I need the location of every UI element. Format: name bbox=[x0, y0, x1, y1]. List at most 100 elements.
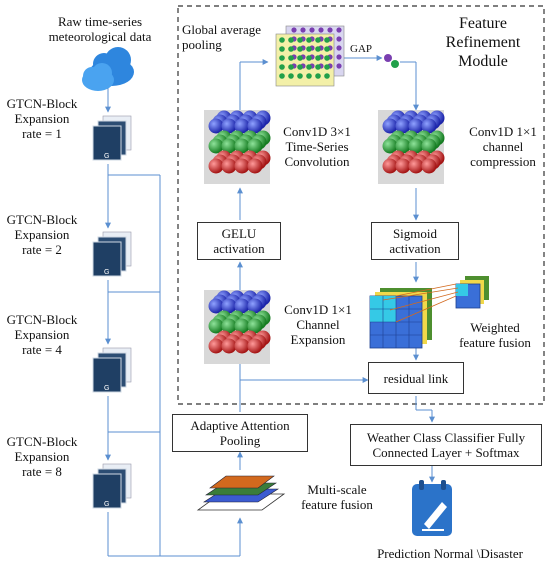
conv-compress-label: Conv1D 1×1 channel compression bbox=[458, 124, 548, 169]
classifier-line1: Weather Class Classifier Fully bbox=[366, 430, 526, 445]
gap-dot-back bbox=[291, 27, 297, 33]
cube-sphere bbox=[234, 158, 250, 174]
input-label-line2: meteorological data bbox=[48, 29, 152, 44]
gtcn-block-title: GTCN-Block bbox=[6, 96, 78, 111]
cube-sphere bbox=[208, 158, 224, 174]
conv-compress-sphere-cube bbox=[378, 110, 445, 184]
gap-title: Global average pooling bbox=[182, 22, 261, 52]
gap-dot-front bbox=[288, 37, 294, 43]
gap-dot-front bbox=[315, 46, 321, 52]
gap-dot-front bbox=[324, 55, 330, 61]
gap-dot-front bbox=[297, 55, 303, 61]
cube-sphere bbox=[408, 118, 424, 134]
cube-sphere bbox=[208, 118, 224, 134]
gap-output-dot-green bbox=[391, 60, 399, 68]
cube-sphere bbox=[234, 338, 250, 354]
gap-dot-front bbox=[306, 64, 312, 70]
gap-dot-front bbox=[297, 46, 303, 52]
cube-sphere bbox=[221, 298, 237, 314]
cube-sphere bbox=[382, 138, 398, 154]
cube-sphere bbox=[234, 298, 250, 314]
gap-dot-front bbox=[288, 64, 294, 70]
gtcn-block-expansion: Expansion bbox=[14, 227, 70, 242]
conv-expand-line2: Channel bbox=[296, 317, 340, 332]
svg-text:G: G bbox=[104, 501, 109, 508]
gap-dot-front bbox=[279, 37, 285, 43]
gap-dot-back bbox=[300, 27, 306, 33]
gap-dot-front bbox=[306, 55, 312, 61]
gap-dot-front bbox=[324, 46, 330, 52]
gtcn-block-title: GTCN-Block bbox=[6, 434, 78, 449]
feature-refinement-frame bbox=[177, 5, 545, 405]
gap-dot-front bbox=[315, 64, 321, 70]
gap-title-line1: Global average bbox=[182, 22, 262, 37]
gtcn-block-label-3: GTCN-Block Expansion rate = 4 bbox=[2, 312, 82, 357]
cloud-icon bbox=[82, 47, 134, 91]
conv-compress-line1: Conv1D 1×1 bbox=[469, 124, 537, 139]
gap-dot-front bbox=[324, 37, 330, 43]
gtcn-block-stack-1: G bbox=[92, 115, 132, 161]
cube-sphere bbox=[221, 158, 237, 174]
gap-dot-back bbox=[336, 54, 342, 60]
prediction-document-icon bbox=[412, 480, 452, 536]
gtcn-block-title: GTCN-Block bbox=[6, 312, 78, 327]
multiscale-layers-icon bbox=[196, 475, 286, 511]
prediction-label: Prediction Normal \Disaster bbox=[377, 546, 523, 561]
cube-sphere bbox=[221, 138, 237, 154]
left-flow-lines bbox=[105, 88, 243, 557]
gap-dot-front bbox=[315, 55, 321, 61]
cube-sphere bbox=[247, 318, 263, 334]
gap-title-line2: pooling bbox=[182, 37, 222, 52]
gtcn-block-label-1: GTCN-Block Expansion rate = 1 bbox=[2, 96, 82, 141]
svg-text:G: G bbox=[104, 153, 109, 160]
gap-dot-front bbox=[288, 73, 294, 79]
gap-dot-back bbox=[327, 27, 333, 33]
svg-text:G: G bbox=[104, 269, 109, 276]
cube-sphere bbox=[421, 118, 437, 134]
gap-dot-back bbox=[309, 27, 315, 33]
cube-sphere bbox=[234, 318, 250, 334]
cube-sphere bbox=[208, 138, 224, 154]
gtcn-block-title: GTCN-Block bbox=[6, 212, 78, 227]
gtcn-block-expansion: Expansion bbox=[14, 327, 70, 342]
weighted-line2: feature fusion bbox=[459, 335, 531, 350]
module-title-line3: Module bbox=[458, 53, 508, 70]
sigmoid-line2: activation bbox=[389, 241, 441, 256]
conv3-line1: Conv1D 3×1 bbox=[283, 124, 351, 139]
multiscale-line2: feature fusion bbox=[301, 497, 373, 512]
conv-expand-line1: Conv1D 1×1 bbox=[284, 302, 352, 317]
gap-dot-front bbox=[279, 55, 285, 61]
conv3-line3: Convolution bbox=[284, 154, 350, 169]
input-label: Raw time-series meteorological data bbox=[20, 14, 180, 44]
gap-dot-back bbox=[318, 27, 324, 33]
gap-output-dot-purple bbox=[384, 54, 392, 62]
gtcn-block-label-2: GTCN-Block Expansion rate = 2 bbox=[2, 212, 82, 257]
cube-sphere bbox=[395, 138, 411, 154]
gap-dot-back bbox=[336, 63, 342, 69]
conv-compress-line2: channel bbox=[482, 139, 524, 154]
conv3-label: Conv1D 3×1 Time-Series Convolution bbox=[272, 124, 362, 169]
conv-compress-line3: compression bbox=[470, 154, 536, 169]
gap-dot-back bbox=[336, 45, 342, 51]
gtcn-block-rate: rate = 8 bbox=[22, 464, 62, 479]
cube-sphere bbox=[208, 298, 224, 314]
gelu-line1: GELU bbox=[221, 226, 257, 241]
gap-dot-front bbox=[279, 64, 285, 70]
weighted-fusion-tiles bbox=[369, 276, 489, 349]
module-title-line1: Feature bbox=[459, 15, 507, 32]
pooling-box: Adaptive Attention Pooling bbox=[172, 414, 308, 452]
gtcn-block-label-4: GTCN-Block Expansion rate = 8 bbox=[2, 434, 82, 479]
gtcn-block-expansion: Expansion bbox=[14, 449, 70, 464]
gap-dot-front bbox=[324, 73, 330, 79]
weighted-label: Weighted feature fusion bbox=[440, 320, 550, 350]
conv-expand-sphere-cube bbox=[204, 290, 271, 364]
gtcn-block-rate: rate = 2 bbox=[22, 242, 62, 257]
weighted-line1: Weighted bbox=[470, 320, 520, 335]
gap-grid-icon bbox=[275, 25, 345, 87]
gap-dot-front bbox=[297, 64, 303, 70]
svg-text:G: G bbox=[104, 385, 109, 392]
gelu-line2: activation bbox=[213, 241, 265, 256]
gap-dot-front bbox=[306, 46, 312, 52]
classifier-line2: Connected Layer + Softmax bbox=[372, 445, 520, 460]
